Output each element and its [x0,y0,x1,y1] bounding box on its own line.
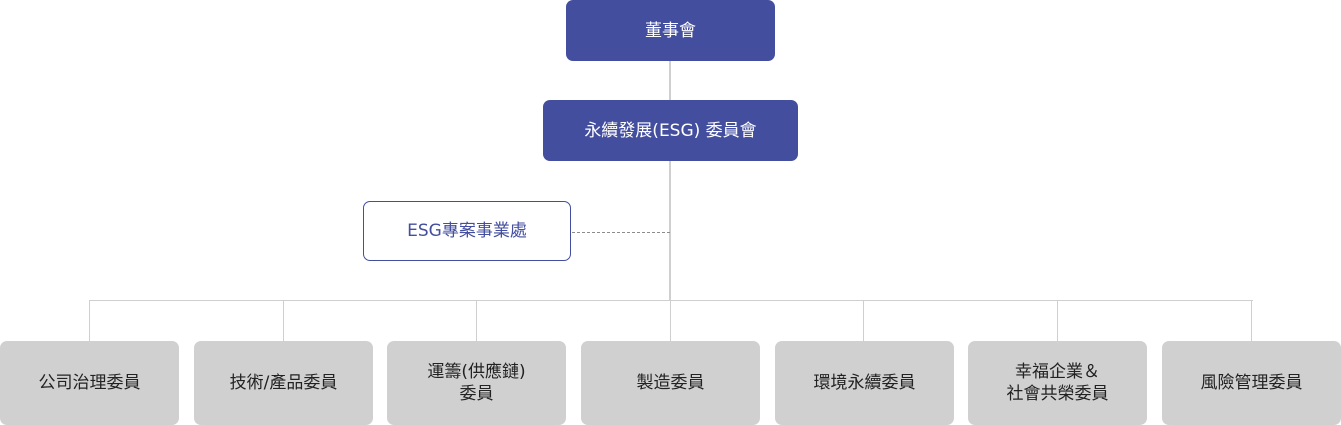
node-committee-technology-product: 技術/產品委員 [194,341,373,425]
connector-board-to-esg [669,60,671,101]
committee-label: 風險管理委員 [1200,373,1303,393]
node-committee-manufacturing: 製造委員 [581,341,760,425]
committee-label: 技術/產品委員 [229,373,338,393]
connector-drop-4 [670,300,671,342]
node-board-label: 董事會 [645,20,696,41]
committee-label-line2: 社會共榮委員 [1006,384,1109,404]
committee-label-line1: 幸福企業＆ [1015,362,1100,382]
connector-drop-2 [283,300,284,342]
committee-label: 公司治理委員 [38,373,141,393]
node-committee-risk: 風險管理委員 [1162,341,1341,425]
connector-drop-1 [89,300,90,342]
node-committee-environment: 環境永續委員 [775,341,954,425]
node-committee-happiness-social: 幸福企業＆ 社會共榮委員 [968,341,1147,425]
connector-drop-6 [1057,300,1058,342]
connector-esg-office-dashed [572,232,670,233]
node-esg-committee: 永續發展(ESG) 委員會 [543,100,798,161]
committee-label: 環境永續委員 [813,373,916,393]
node-committee-governance: 公司治理委員 [0,341,179,425]
node-esg-office: ESG專案事業處 [363,201,571,261]
committee-label-line2: 委員 [459,384,494,404]
connector-drop-3 [476,300,477,342]
connector-drop-7 [1251,300,1252,342]
committee-label-line1: 運籌(供應鏈) [427,362,526,382]
node-committee-supply-chain: 運籌(供應鏈) 委員 [387,341,566,425]
node-esg-office-label: ESG專案事業處 [407,221,527,241]
committee-label: 製造委員 [636,373,705,393]
node-esg-committee-label: 永續發展(ESG) 委員會 [584,120,757,141]
connector-horizontal-bus [89,300,1253,301]
connector-esg-trunk [669,160,671,301]
node-board: 董事會 [566,0,775,61]
connector-drop-5 [863,300,864,342]
